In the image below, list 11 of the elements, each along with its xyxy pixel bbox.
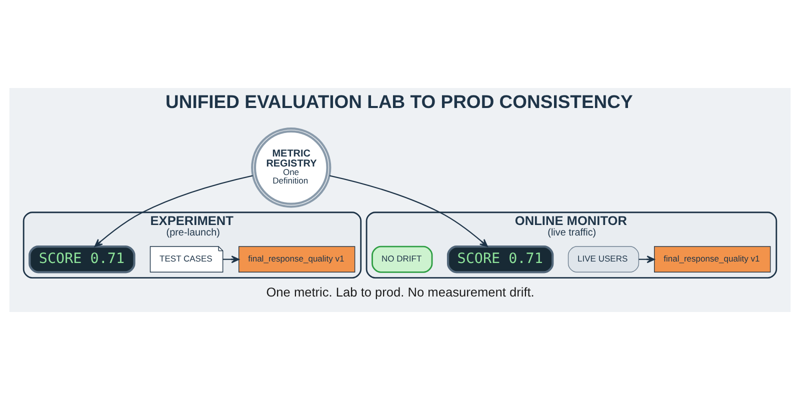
node-circle: METRIC REGISTRY One Definition — [251, 128, 332, 208]
node-box: final_response_quality v1 — [654, 246, 771, 272]
arrow — [94, 175, 253, 248]
node-box: SCORE 0.71 — [28, 245, 136, 274]
arrow — [329, 175, 488, 248]
node-box: SCORE 0.71 — [446, 245, 554, 274]
node-box: NO DRIFT — [372, 246, 433, 273]
caption: One metric. Lab to prod. No measurement drift. — [266, 284, 534, 300]
node-box: LIVE USERS — [568, 246, 640, 272]
diagram-title: UNIFIED EVALUATION LAB TO PROD CONSISTENCY — [166, 90, 633, 112]
node-box: final_response_quality v1 — [238, 246, 356, 272]
